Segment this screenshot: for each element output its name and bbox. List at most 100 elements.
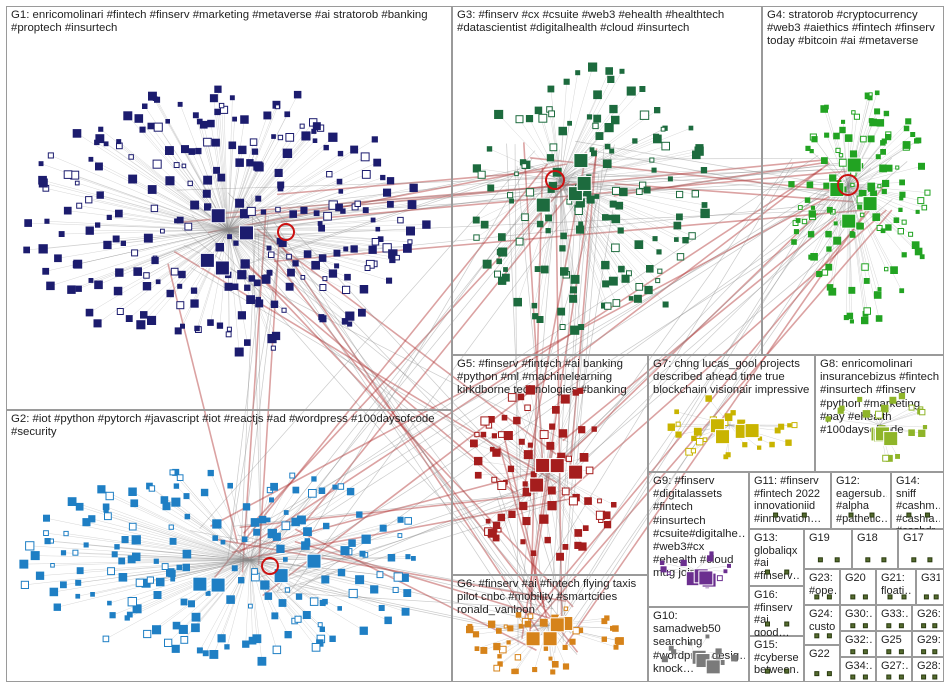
node-g4	[877, 120, 884, 127]
node-g6	[563, 664, 568, 669]
node-g7	[731, 411, 735, 415]
node-g4	[925, 190, 930, 195]
node-g1	[372, 137, 377, 142]
node-g3	[576, 226, 583, 233]
node-g1	[191, 201, 199, 209]
node-g2	[312, 477, 316, 481]
node-g2	[26, 542, 34, 550]
hub-avatar-g1	[215, 261, 229, 275]
node-g1	[269, 252, 275, 258]
node-g1	[74, 260, 82, 268]
node-g4	[861, 136, 867, 142]
node-g4	[839, 154, 842, 157]
node-g5	[604, 522, 610, 528]
hub-avatar-g1	[211, 209, 225, 223]
node-g1	[114, 287, 122, 295]
node-g5	[524, 451, 532, 459]
node-g3	[568, 121, 572, 125]
node-g1	[261, 210, 265, 214]
node-g2	[161, 497, 168, 504]
node-g5	[523, 482, 527, 486]
node-g2	[162, 564, 168, 570]
node-g2	[303, 612, 310, 619]
node-g2	[36, 572, 43, 579]
node-g4	[809, 211, 815, 217]
node-minor	[815, 595, 819, 599]
node-g1	[227, 327, 231, 331]
node-g5	[603, 512, 610, 519]
node-minor	[887, 650, 891, 654]
node-g1	[395, 255, 400, 260]
node-g1	[196, 148, 201, 153]
node-g1	[409, 201, 413, 205]
node-g4	[915, 139, 919, 143]
node-g4	[875, 109, 880, 114]
node-g2	[61, 551, 65, 555]
node-minor	[851, 595, 855, 599]
node-g2	[254, 529, 260, 535]
node-minor	[922, 675, 926, 679]
node-minor	[827, 595, 831, 599]
node-g3	[495, 110, 503, 118]
node-g3	[627, 87, 635, 95]
node-g3	[592, 151, 597, 156]
node-g4	[875, 91, 879, 95]
node-g1	[247, 296, 255, 304]
node-g3	[696, 145, 703, 152]
node-g6	[473, 632, 478, 637]
node-g3	[640, 87, 645, 92]
node-g2	[136, 579, 143, 586]
node-minor	[863, 595, 867, 599]
node-g2	[320, 601, 325, 606]
node-g3	[499, 234, 506, 241]
node-minor	[933, 624, 937, 628]
node-g9	[681, 560, 686, 565]
node-g5	[514, 417, 521, 424]
node-g2	[341, 547, 349, 555]
node-g1	[376, 227, 380, 231]
node-g2	[208, 470, 213, 475]
hub-avatar-g1	[239, 226, 253, 240]
node-g1	[45, 219, 49, 223]
node-g3	[613, 300, 620, 307]
hub-avatar-g10	[706, 660, 720, 674]
node-g3	[560, 246, 565, 251]
node-minor	[827, 634, 831, 638]
node-g1	[324, 145, 328, 149]
node-g5	[528, 443, 532, 447]
node-g7	[770, 442, 775, 447]
node-g5	[563, 545, 568, 550]
node-g1	[343, 286, 350, 293]
node-g2	[296, 594, 301, 599]
node-g3	[610, 105, 617, 112]
node-g10	[669, 646, 673, 650]
node-minor	[849, 513, 853, 517]
node-g1	[282, 308, 286, 312]
node-g4	[919, 163, 925, 169]
node-g1	[217, 323, 222, 328]
node-g8	[858, 397, 862, 401]
node-g1	[256, 196, 261, 201]
node-g6	[528, 614, 533, 619]
node-g1	[339, 190, 343, 194]
hub-avatar-g3	[577, 176, 591, 190]
node-g5	[525, 405, 531, 411]
node-g5	[481, 417, 489, 425]
node-g7	[779, 424, 784, 429]
node-g2	[271, 483, 278, 490]
node-g2	[64, 531, 68, 535]
node-g1	[254, 162, 262, 170]
node-minor	[887, 624, 891, 628]
node-g3	[570, 295, 577, 302]
node-g4	[798, 206, 802, 210]
node-g1	[143, 283, 150, 290]
node-g2	[21, 581, 28, 588]
node-g2	[406, 555, 410, 559]
node-g1	[174, 163, 179, 168]
node-g5	[508, 394, 516, 402]
node-g3	[635, 241, 643, 249]
node-g4	[805, 198, 810, 203]
node-g1	[124, 112, 132, 120]
node-g3	[497, 249, 502, 254]
node-minor	[899, 650, 903, 654]
